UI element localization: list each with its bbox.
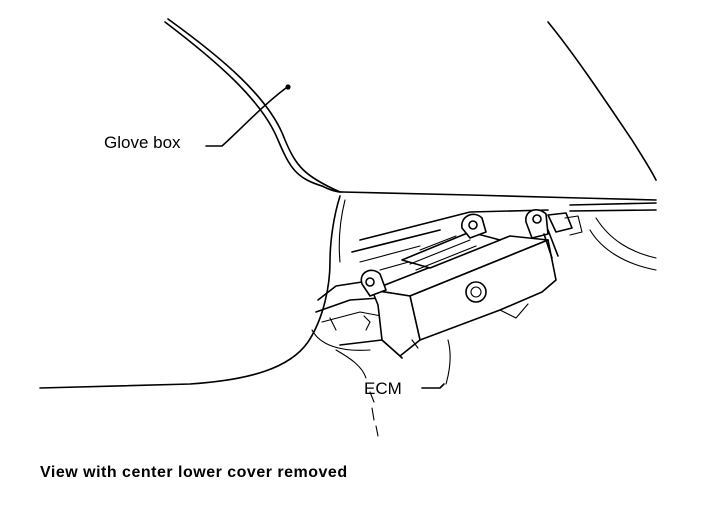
ecm-leader	[421, 383, 445, 389]
dash-panel-edge	[39, 191, 657, 389]
ecm-label: ECM	[364, 379, 402, 398]
glove-box-leader	[205, 84, 291, 147]
right-mounting-area	[547, 202, 657, 271]
ecm-unit	[360, 209, 559, 357]
dashboard-right-curve	[547, 21, 657, 181]
diagram-caption: View with center lower cover removed	[40, 464, 348, 481]
bottom-wiring	[335, 339, 451, 437]
glove-box-label: Glove box	[104, 133, 181, 152]
glove-box-outline	[164, 18, 343, 193]
